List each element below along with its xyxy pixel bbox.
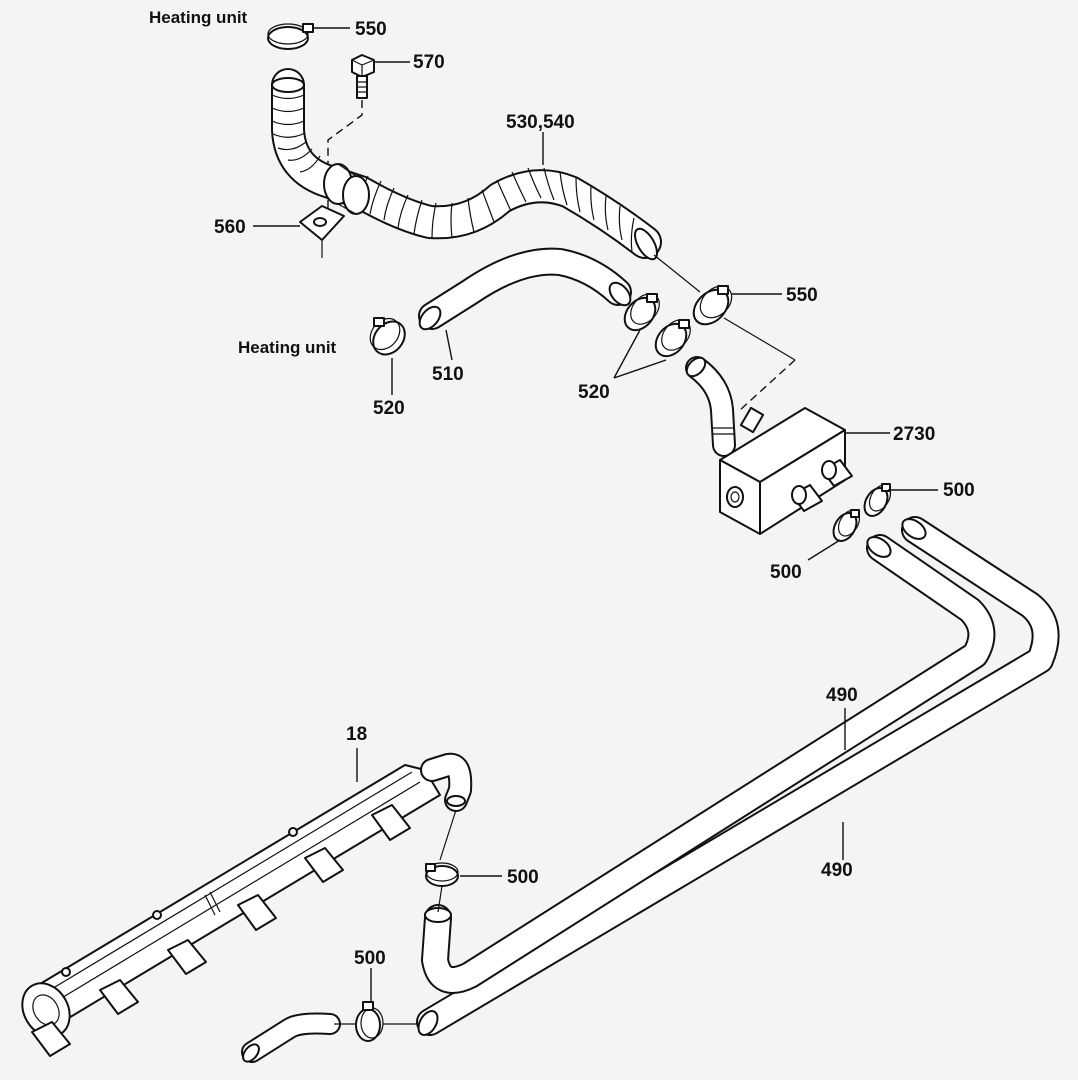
leader-lines: [253, 27, 938, 1002]
label-500-right: 500: [943, 480, 975, 501]
bolt-570: [351, 54, 375, 99]
clamp-520-left: [369, 317, 406, 356]
small-inlet-hose: [241, 1012, 341, 1063]
label-500-bottom: 500: [354, 948, 386, 969]
corrugated-hose-530-540: [271, 68, 662, 261]
label-500-left: 500: [770, 562, 802, 583]
hose-collar: [323, 163, 370, 215]
label-490-upper: 490: [826, 685, 858, 706]
label-500-mid: 500: [507, 867, 539, 888]
fuel-rail-18: [21, 752, 473, 1057]
label-520-left: 520: [373, 398, 405, 419]
label-510: 510: [432, 364, 464, 385]
short-elbow-hose: [685, 356, 736, 457]
label-18: 18: [346, 724, 367, 745]
clamp-500-bottom: [355, 1001, 384, 1042]
label-550-top: 550: [355, 19, 387, 40]
label-550-right: 550: [786, 285, 818, 306]
label-530-540: 530,540: [506, 112, 575, 133]
label-heating-unit-left: Heating unit: [238, 338, 337, 357]
label-560: 560: [214, 217, 246, 238]
clamp-500-right: [863, 483, 892, 517]
label-2730: 2730: [893, 424, 935, 445]
clamp-550-top: [267, 23, 314, 50]
hose-510: [418, 247, 632, 331]
clamp-520-mid-a: [623, 293, 660, 332]
valve-block-2730: [719, 406, 853, 535]
clamp-500-mid: [425, 862, 459, 887]
bracket-560: [299, 205, 345, 258]
clamp-550-right: [692, 285, 733, 326]
clamp-500-left: [832, 509, 861, 542]
label-490-lower: 490: [821, 860, 853, 881]
hose-490-outer: [416, 516, 1060, 1036]
clamp-520-mid-b: [654, 319, 691, 358]
label-520-mid: 520: [578, 382, 610, 403]
label-heating-unit-top: Heating unit: [149, 8, 248, 27]
label-570: 570: [413, 52, 445, 73]
hose-490-inner: [421, 534, 996, 994]
